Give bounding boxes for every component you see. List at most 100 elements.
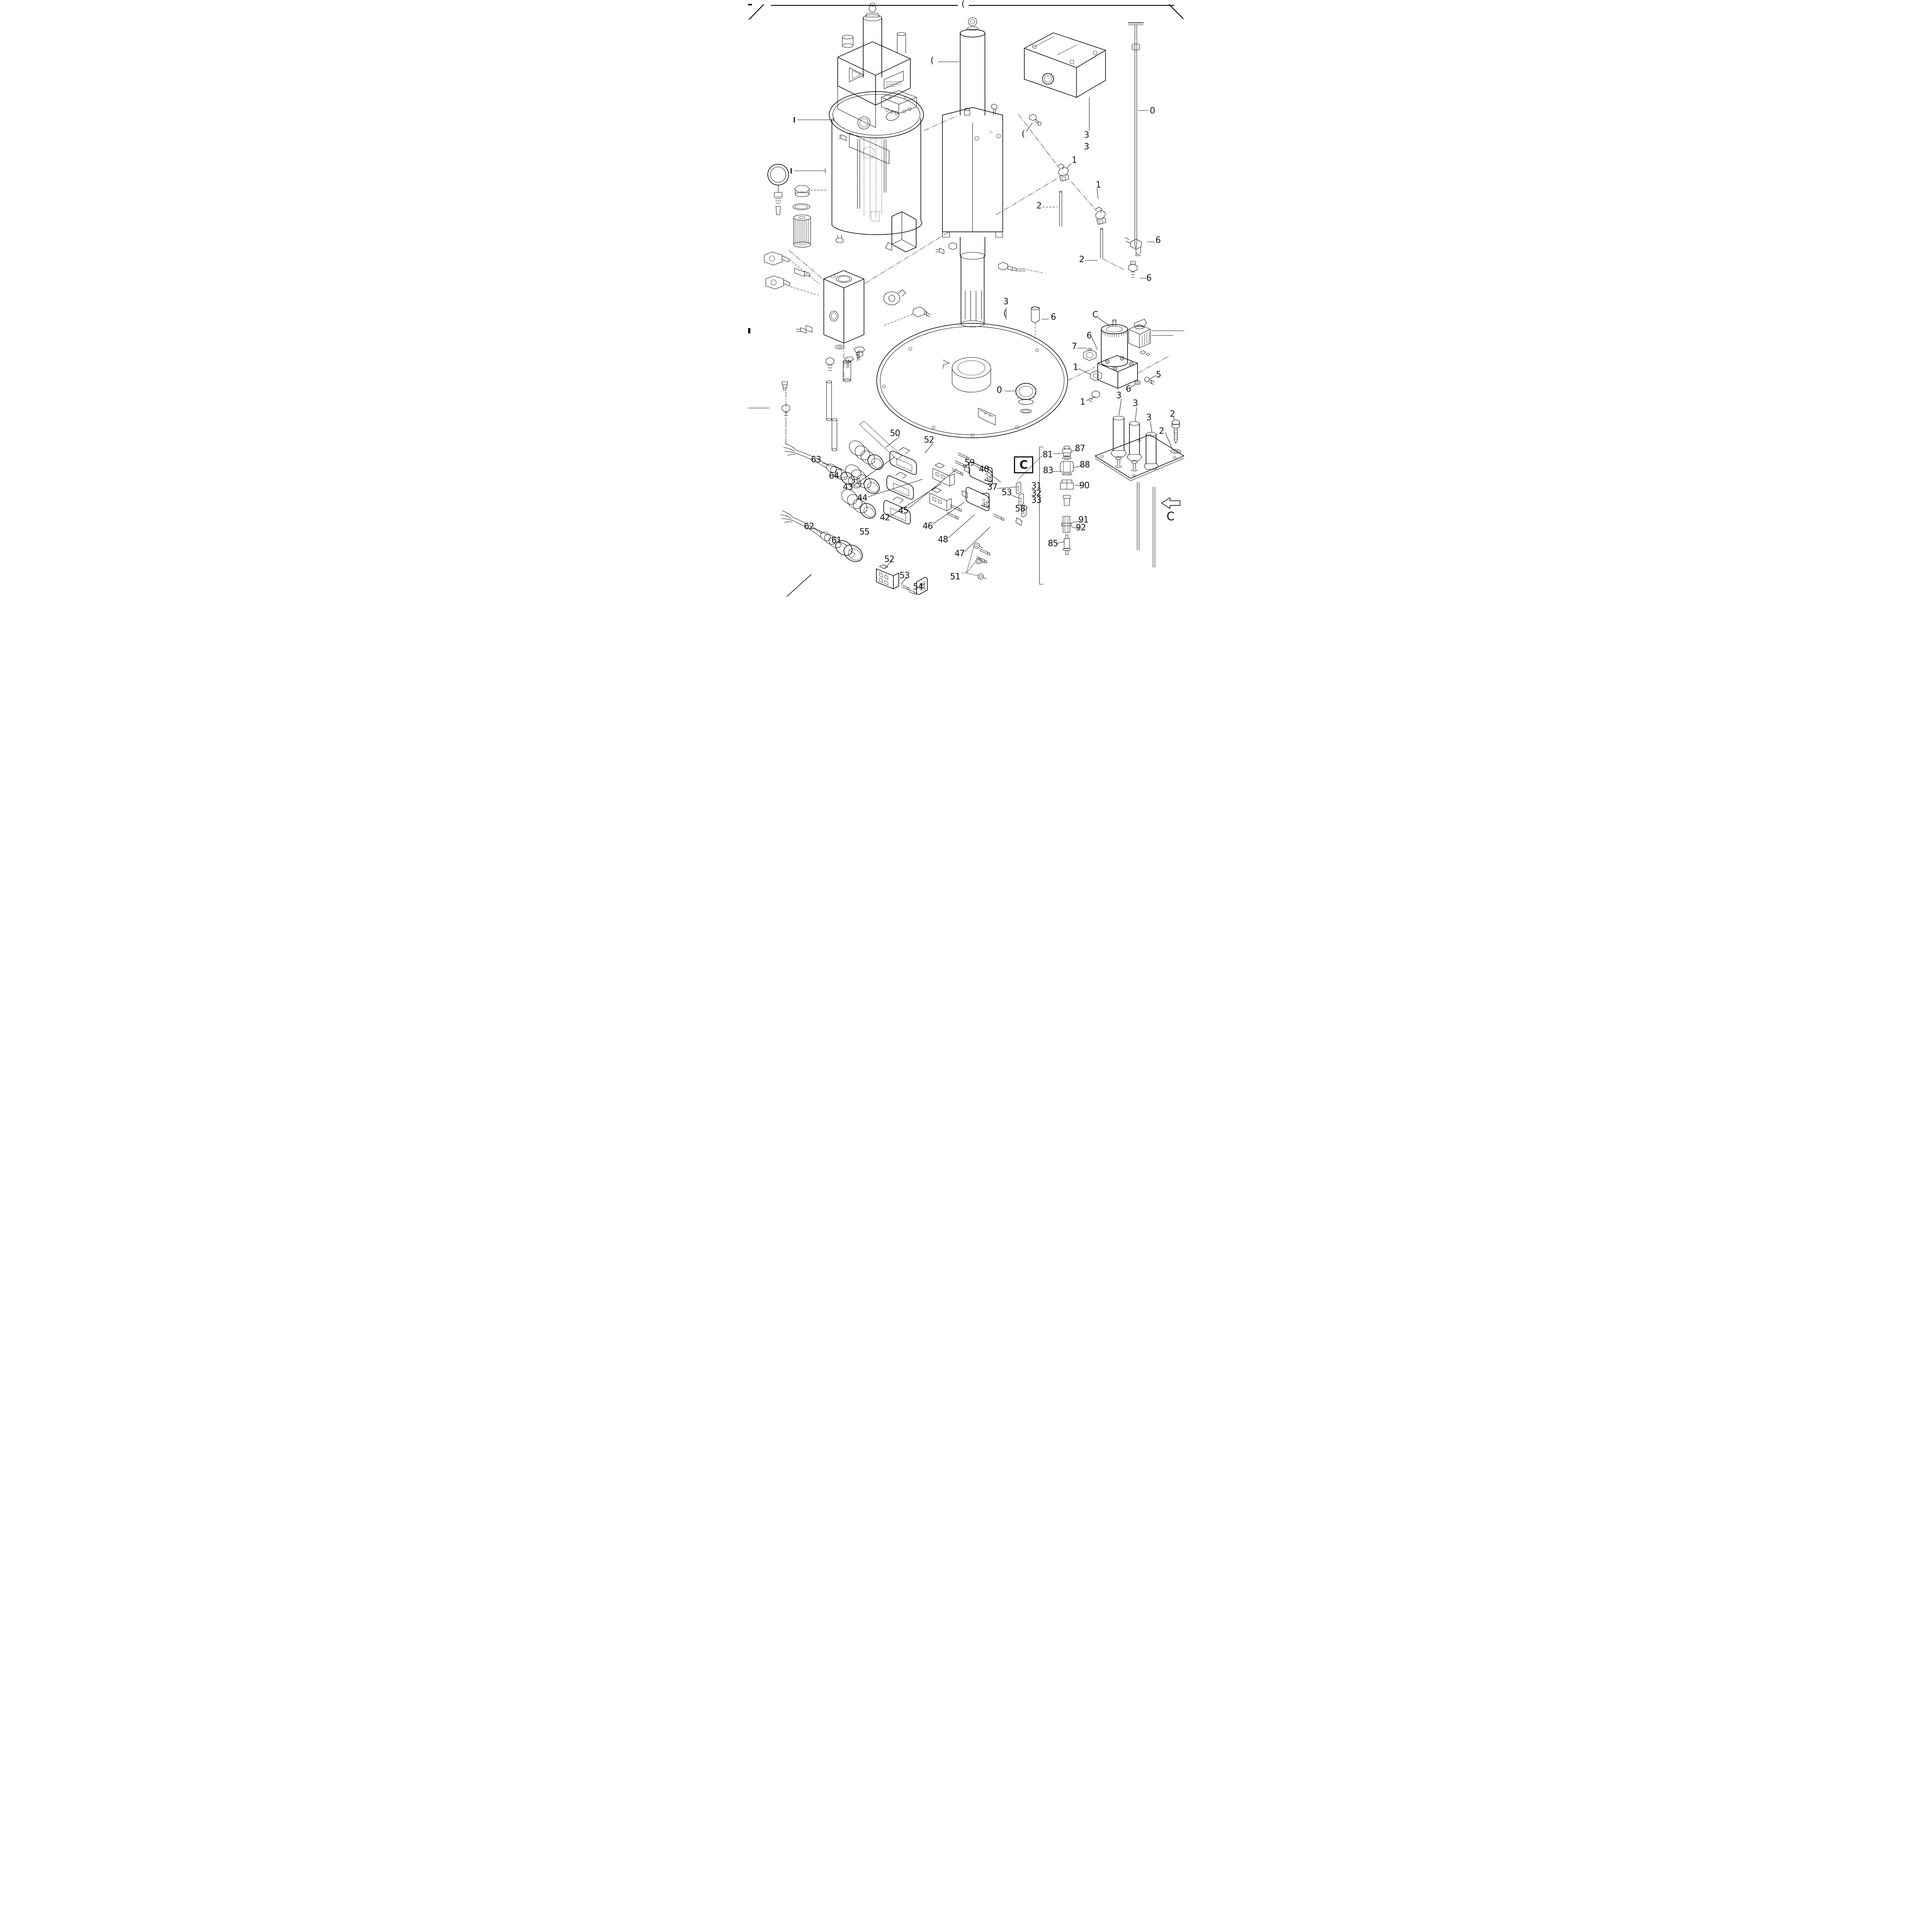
manifold-block — [795, 270, 865, 369]
elbow-fitting-right — [1124, 237, 1155, 256]
callout-label: 63 — [811, 455, 821, 465]
connector-plug-4pin — [876, 561, 917, 595]
filter-element — [793, 214, 811, 248]
callout-label: 33 — [1031, 495, 1042, 505]
callout-label: 6 — [1051, 312, 1056, 322]
callout-label: 3 — [1116, 391, 1122, 401]
callout-label: 91 — [1078, 515, 1089, 525]
callout-label: 64 — [828, 471, 839, 481]
hex-bolt-loose — [884, 306, 931, 326]
plate-screw-washer — [1165, 417, 1181, 454]
callout-label: 45 — [898, 506, 908, 516]
callout-label: 52 — [884, 554, 895, 565]
callout-label: 51 — [950, 572, 961, 582]
junction-box — [881, 90, 917, 115]
callout-label: 0 — [1150, 106, 1155, 116]
flanged-receptacles — [1015, 481, 1027, 526]
callout-label: 7 — [1071, 342, 1077, 352]
callout-label: 53 — [1001, 488, 1012, 498]
bracket-list — [1039, 446, 1082, 585]
fittings-below-manifold — [781, 350, 863, 451]
callout-label: 58 — [1015, 504, 1026, 514]
section-arrow — [1161, 497, 1180, 509]
cable-boot-3 — [841, 489, 876, 519]
callout-label: 3 — [1084, 142, 1089, 152]
callout-label: 54 — [913, 582, 923, 592]
banjo-fitting-1 — [1056, 163, 1071, 182]
outlet-union-fitting — [998, 262, 1043, 273]
callout-label: 6 — [1126, 384, 1131, 394]
callout-label: 6 — [1146, 273, 1152, 283]
callout-label: ( — [1003, 309, 1007, 319]
filler-cap — [794, 185, 828, 197]
terminal-pins — [947, 452, 1004, 563]
cable-boot-1 — [849, 440, 884, 470]
callout-label: 43 — [843, 482, 853, 492]
callout-label: 88 — [1080, 460, 1090, 470]
pressure-gauge — [767, 164, 789, 215]
callout-label: 6 — [1086, 331, 1092, 341]
section-c-box: C — [1014, 456, 1034, 474]
callout-label: C — [1092, 310, 1098, 320]
follower-plate-disc — [876, 323, 1068, 438]
receptacle-housings — [929, 463, 955, 511]
mounting-bracket — [885, 211, 917, 252]
t-handle-rod — [1128, 22, 1149, 249]
callout-label: 5 — [1156, 370, 1161, 380]
callout-label: 3 — [1084, 130, 1089, 140]
callout-label: 40 — [979, 464, 989, 474]
cable-assembly-2 — [780, 510, 863, 562]
frame-marks — [748, 4, 1184, 597]
callout-label: 1 — [1071, 155, 1077, 165]
callout-label: 87 — [1075, 444, 1085, 454]
callout-label: 32 — [1031, 488, 1042, 498]
callout-label: 52 — [924, 435, 934, 445]
callout-label: 92 — [1075, 523, 1086, 533]
callout-label: 47 — [954, 549, 965, 559]
flange-receptacle-bottom — [916, 577, 928, 595]
cluster-leaders — [852, 436, 1028, 552]
pump-motor-unit — [837, 3, 911, 164]
callout-label: 42 — [880, 513, 890, 523]
callout-label: 2 — [1159, 426, 1164, 436]
callout-label: 90 — [1079, 481, 1090, 491]
disc-angle-bracket — [978, 408, 996, 425]
callout-label: 1 — [1073, 362, 1078, 372]
pump-cylinder — [935, 17, 1003, 327]
callout-label: ( — [930, 56, 934, 66]
callout-label: 31 — [1031, 481, 1042, 491]
section-c-box-label: C — [1019, 458, 1028, 472]
callout-label: 62 — [804, 522, 815, 532]
callout-label: 1 — [1095, 180, 1101, 190]
section-c-arrow-label: C — [1167, 510, 1175, 524]
callout-label: 50 — [889, 429, 900, 439]
callout-label: 61 — [831, 536, 842, 546]
callout-label: 85 — [1048, 539, 1058, 549]
callout-label: 37 — [987, 482, 998, 492]
callout-label: 2 — [1170, 409, 1175, 419]
panel-screws — [961, 456, 1042, 580]
cable-assembly-1 — [783, 443, 861, 488]
cartridge-plate — [1094, 434, 1184, 481]
callout-label: 6 — [1155, 235, 1161, 245]
callout-label: 48 — [938, 535, 948, 545]
callout-label: ( — [1022, 129, 1025, 139]
connector-cluster — [841, 421, 1042, 580]
pipe-1 — [1042, 190, 1062, 227]
reservoir-tank — [828, 91, 924, 243]
callout-label: 44 — [857, 493, 867, 503]
callout-label: ( — [961, 0, 965, 9]
callout-label: 3 — [1133, 398, 1138, 408]
small-plug-fitting — [1026, 114, 1041, 132]
pin-housings-right — [961, 461, 993, 511]
grease-cartridges — [1110, 398, 1159, 568]
callout-label: 2 — [1036, 201, 1042, 211]
callout-label: 0 — [997, 385, 1002, 395]
d-shell-housings — [883, 447, 917, 524]
control-box — [1024, 32, 1106, 131]
coupling-boss — [883, 289, 906, 305]
pipe-2 — [1084, 228, 1103, 261]
callout-label: 83 — [1043, 466, 1053, 476]
solenoid-valve — [1077, 317, 1184, 402]
